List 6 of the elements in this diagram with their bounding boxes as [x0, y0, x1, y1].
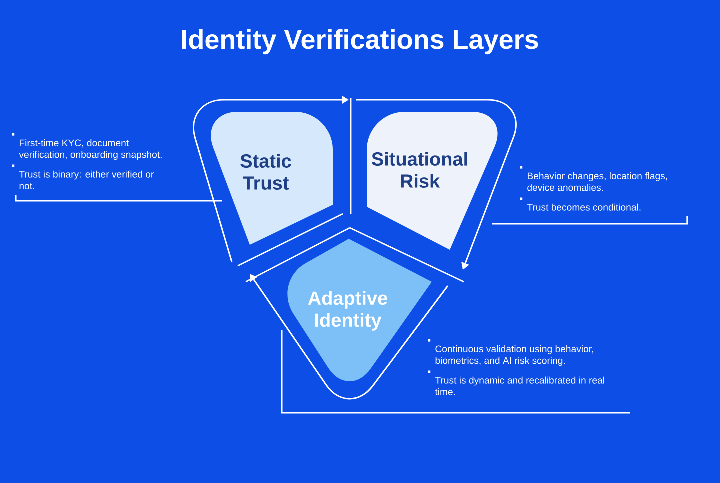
bracket-line [281, 330, 630, 414]
bullet-list: Behavior changes, location flags, device anomalies. Trust becomes conditional. [520, 166, 668, 211]
bracket-line [492, 216, 688, 225]
title: Identity Verifications Layers [182, 29, 538, 55]
bracket-line [15, 195, 222, 202]
bullet-list: First-time KYC, document verification, onboarding snapshot. Trust is binary: either verified or not. [12, 133, 162, 190]
